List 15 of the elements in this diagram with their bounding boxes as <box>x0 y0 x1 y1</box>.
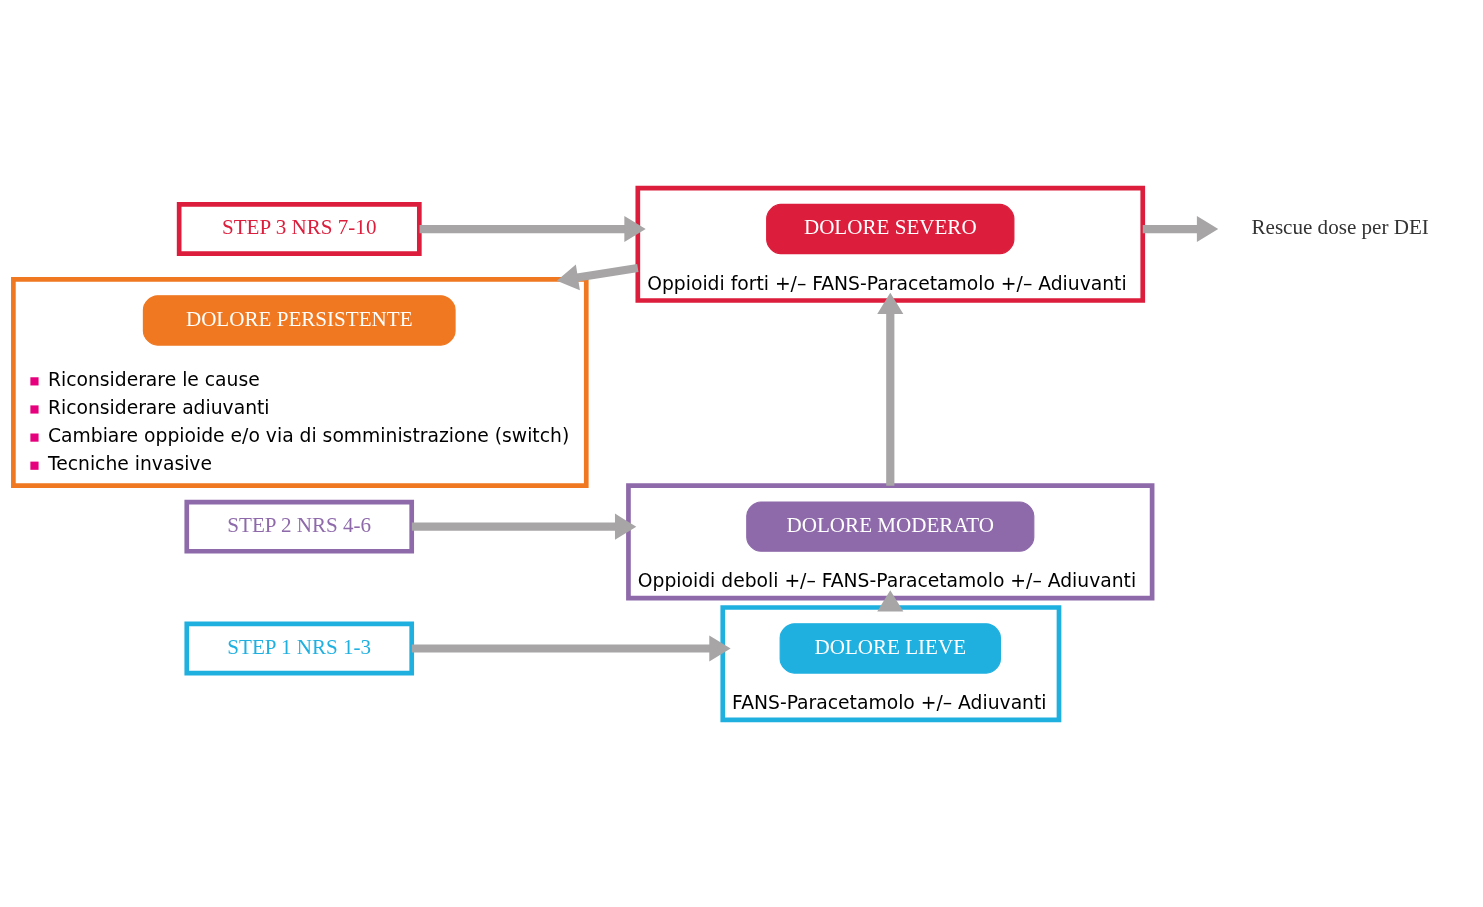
arrow <box>1142 215 1219 242</box>
node-box: DOLORE LIEVE <box>779 622 1001 674</box>
arrow <box>419 215 646 242</box>
arrow <box>411 513 637 540</box>
node-box: DOLORE PERSISTENTE <box>142 294 456 346</box>
node-box: DOLORE SEVERO <box>766 203 1015 254</box>
arrow <box>877 292 904 486</box>
arrow <box>556 263 639 290</box>
node-box: STEP 3 NRS 7-10 <box>176 201 422 256</box>
arrow <box>877 589 904 612</box>
node-box: DOLORE MODERATO <box>746 500 1035 552</box>
node-box: STEP 2 NRS 4-6 <box>184 499 415 554</box>
arrow <box>411 634 731 662</box>
node-box: STEP 1 NRS 1-3 <box>184 621 415 675</box>
node-text: Rescue dose per DEI <box>1251 214 1429 239</box>
